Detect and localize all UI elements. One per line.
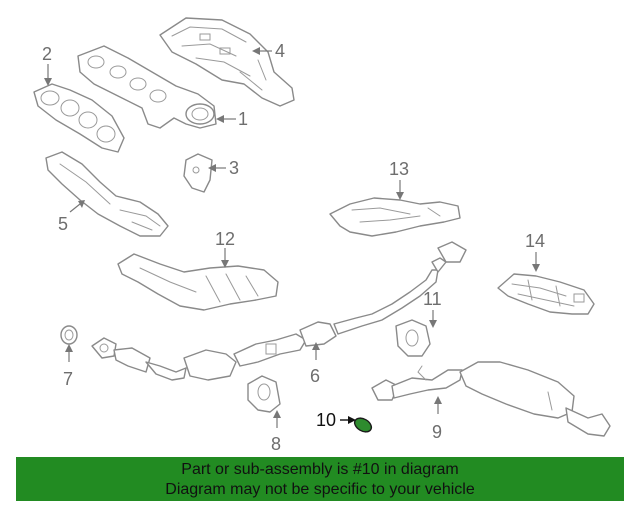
svg-text:12: 12 xyxy=(215,229,235,249)
svg-text:3: 3 xyxy=(229,158,239,178)
svg-text:7: 7 xyxy=(63,369,73,389)
svg-text:10: 10 xyxy=(316,410,336,430)
part-9-muffler[interactable] xyxy=(371,361,611,437)
svg-text:5: 5 xyxy=(58,214,68,234)
callout-8: 8 xyxy=(271,410,281,454)
part-1-exhaust-manifold[interactable] xyxy=(77,45,217,129)
banner-line-2: Diagram may not be specific to your vehi… xyxy=(165,481,475,498)
callout-1: 1 xyxy=(216,109,248,129)
callout-13: 13 xyxy=(389,159,409,200)
callout-6: 6 xyxy=(310,342,320,386)
svg-text:1: 1 xyxy=(238,109,248,129)
part-10-gasket[interactable] xyxy=(352,415,374,434)
svg-text:8: 8 xyxy=(271,434,281,454)
svg-text:11: 11 xyxy=(423,289,442,309)
callout-2: 2 xyxy=(42,44,52,86)
banner-line-1: Part or sub-assembly is #10 in diagram xyxy=(181,461,459,478)
part-7-gasket-ring[interactable] xyxy=(60,325,78,345)
part-6-front-pipe[interactable] xyxy=(91,241,467,381)
callout-11: 11 xyxy=(423,289,442,328)
svg-text:9: 9 xyxy=(432,422,442,442)
svg-text:4: 4 xyxy=(275,41,285,61)
part-5-lower-heat-shield[interactable] xyxy=(45,151,169,237)
svg-text:14: 14 xyxy=(525,231,545,251)
callout-4: 4 xyxy=(252,41,285,61)
callout-10: 10 xyxy=(316,410,356,430)
part-14-heat-shield[interactable] xyxy=(497,273,595,315)
svg-text:2: 2 xyxy=(42,44,52,64)
svg-text:13: 13 xyxy=(389,159,409,179)
callout-5: 5 xyxy=(58,200,85,234)
callout-9: 9 xyxy=(432,396,442,442)
part-2-gasket[interactable] xyxy=(33,83,125,153)
part-3-bracket[interactable] xyxy=(183,153,213,193)
callout-3: 3 xyxy=(208,158,239,178)
part-8-hanger[interactable] xyxy=(247,375,281,413)
svg-text:6: 6 xyxy=(310,366,320,386)
callout-14: 14 xyxy=(525,231,545,272)
part-12-heat-shield[interactable] xyxy=(117,253,279,311)
callout-12: 12 xyxy=(215,229,235,268)
info-banner: Part or sub-assembly is #10 in diagram D… xyxy=(16,457,624,501)
part-11-hanger[interactable] xyxy=(395,319,431,357)
part-13-heat-shield[interactable] xyxy=(329,197,461,237)
part-4-heat-shield[interactable] xyxy=(159,17,295,107)
callout-7: 7 xyxy=(63,344,73,389)
